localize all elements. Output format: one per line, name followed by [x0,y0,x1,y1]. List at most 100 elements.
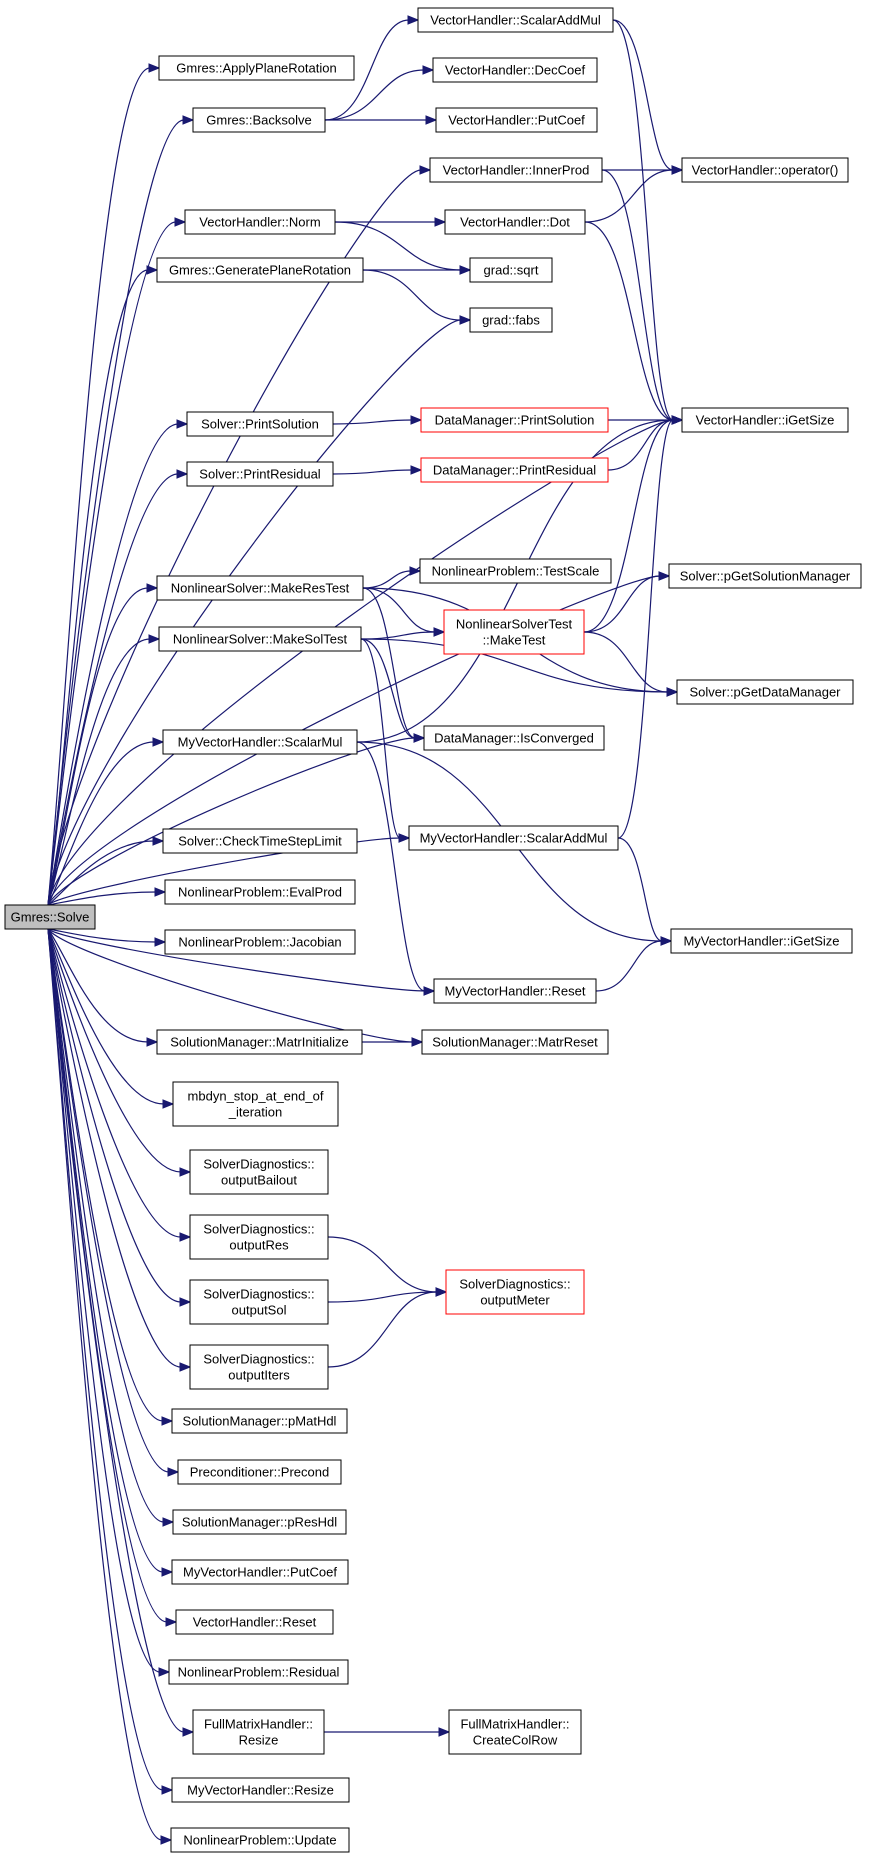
node-myScalarAddMul[interactable]: MyVectorHandler::ScalarAddMul [408,825,619,851]
node-label: NonlinearProblem::TestScale [432,564,600,579]
node-myGetSize[interactable]: MyVectorHandler::iGetSize [670,928,853,954]
call-edge [47,887,167,906]
node-label: SolutionManager::pResHdl [182,1515,337,1530]
node-root[interactable]: Gmres::Solve [4,904,96,930]
node-outBailout[interactable]: SolverDiagnostics::outputBailout [189,1149,329,1195]
node-label: NonlinearSolver::MakeSolTest [173,632,348,647]
node-dmPrintSolution[interactable]: DataManager::PrintSolution [420,407,609,433]
node-box [156,1029,363,1055]
node-vhOperator[interactable]: VectorHandler::operator() [681,157,849,183]
call-edge [47,63,161,906]
node-pMatHdl[interactable]: SolutionManager::pMatHdl [171,1408,348,1434]
call-edge [47,836,165,906]
node-printSolution[interactable]: Solver::PrintSolution [186,411,334,437]
node-vhNorm[interactable]: VectorHandler::Norm [184,209,336,235]
node-precond[interactable]: Preconditioner::Precond [177,1459,342,1485]
node-applyPlaneRot[interactable]: Gmres::ApplyPlaneRotation [158,55,355,81]
edge-line [47,928,414,1043]
node-label: MyVectorHandler::ScalarAddMul [420,831,608,846]
node-vhReset[interactable]: VectorHandler::Reset [175,1609,334,1635]
node-backsolve[interactable]: Gmres::Backsolve [192,107,326,133]
edge-line [334,221,462,271]
node-pGetSolMgr[interactable]: Solver::pGetSolutionManager [668,563,862,589]
node-box [445,1269,585,1315]
node-box [408,825,619,851]
call-edge [47,583,159,906]
node-mbdynStop[interactable]: mbdyn_stop_at_end_of_iteration [172,1081,339,1127]
call-edge [324,15,420,121]
node-box [676,679,854,705]
node-box [156,257,364,283]
node-isConverged[interactable]: DataManager::IsConverged [423,725,605,751]
edge-arrowhead [165,1617,178,1627]
edge-line [327,1291,438,1303]
edge-line [583,575,661,633]
node-label: VectorHandler::operator() [692,163,839,178]
node-pGetDataMgr[interactable]: Solver::pGetDataManager [676,679,854,705]
call-edge [47,928,167,947]
node-myScalarMul[interactable]: MyVectorHandler::ScalarMul [162,729,358,755]
node-gradSqrt[interactable]: grad::sqrt [469,257,553,283]
edge-arrowhead [434,217,447,227]
node-jacobian[interactable]: NonlinearProblem::Jacobian [164,929,356,955]
node-outSol[interactable]: SolverDiagnostics::outputSol [189,1279,329,1325]
edge-arrowhead [154,887,167,897]
node-evalProd[interactable]: NonlinearProblem::EvalProd [164,879,356,905]
node-label: Preconditioner::Precond [190,1465,329,1480]
node-label: NonlinearProblem::Update [183,1833,336,1848]
node-checkTimeStep[interactable]: Solver::CheckTimeStepLimit [162,828,358,854]
node-box [171,1559,349,1585]
edge-line [47,587,149,906]
node-testScale[interactable]: NonlinearProblem::TestScale [419,558,612,584]
node-matrReset[interactable]: SolutionManager::MatrReset [421,1029,609,1055]
node-box [164,929,356,955]
node-label: Resize [239,1733,279,1748]
node-printResidual[interactable]: Solver::PrintResidual [186,461,334,487]
node-box [423,725,605,751]
edge-line [362,570,412,589]
node-vhDot[interactable]: VectorHandler::Dot [444,209,586,235]
call-edge [612,19,684,175]
node-makeResTest[interactable]: NonlinearSolver::MakeResTest [156,575,364,601]
node-update[interactable]: NonlinearProblem::Update [170,1827,350,1853]
node-vhGetSize[interactable]: VectorHandler::iGetSize [681,407,849,433]
edge-line [47,928,182,1238]
edge-arrowhead [148,634,161,644]
node-gradFabs[interactable]: grad::fabs [469,307,553,333]
node-createColRow[interactable]: FullMatrixHandler::CreateColRow [448,1709,582,1755]
node-box [444,209,586,235]
node-label: outputBailout [221,1173,297,1188]
edge-line [360,638,416,739]
node-outMeter[interactable]: SolverDiagnostics::outputMeter [445,1269,585,1315]
node-vhDecCoef[interactable]: VectorHandler::DecCoef [432,57,598,83]
node-vhPutCoef[interactable]: VectorHandler::PutCoef [435,107,598,133]
edge-line [324,69,425,121]
node-makeTest[interactable]: NonlinearSolverTest::MakeTest [443,609,585,655]
node-outRes[interactable]: SolverDiagnostics::outputRes [189,1214,329,1260]
edge-line [47,928,170,1473]
node-label: DataManager::PrintResidual [433,463,596,478]
node-outIters[interactable]: SolverDiagnostics::outputIters [189,1344,329,1390]
node-matrInit[interactable]: SolutionManager::MatrInitialize [156,1029,363,1055]
edge-arrowhead [658,571,671,581]
node-makeSolTest[interactable]: NonlinearSolver::MakeSolTest [158,626,362,652]
node-vhScalarAddMul[interactable]: VectorHandler::ScalarAddMul [417,7,614,33]
node-myPutCoef[interactable]: MyVectorHandler::PutCoef [171,1559,349,1585]
call-edge [47,928,195,1737]
node-genPlaneRot[interactable]: Gmres::GeneratePlaneRotation [156,257,364,283]
node-vhInnerProd[interactable]: VectorHandler::InnerProd [429,157,603,183]
edge-arrowhead [666,687,679,697]
call-edge [362,566,422,589]
node-box [189,1279,329,1325]
node-pResHdl[interactable]: SolutionManager::pResHdl [172,1509,347,1535]
node-label: grad::fabs [482,313,540,328]
node-dmPrintResidual[interactable]: DataManager::PrintResidual [420,457,609,483]
call-edge [47,928,173,1845]
node-label: MyVectorHandler::ScalarMul [178,735,343,750]
call-edge [47,217,187,906]
node-residual[interactable]: NonlinearProblem::Residual [168,1659,349,1685]
node-myResize[interactable]: MyVectorHandler::Resize [171,1777,350,1803]
edge-arrowhead [435,1287,448,1297]
node-myReset[interactable]: MyVectorHandler::Reset [433,978,597,1004]
node-fullResize[interactable]: FullMatrixHandler::Resize [192,1709,325,1755]
